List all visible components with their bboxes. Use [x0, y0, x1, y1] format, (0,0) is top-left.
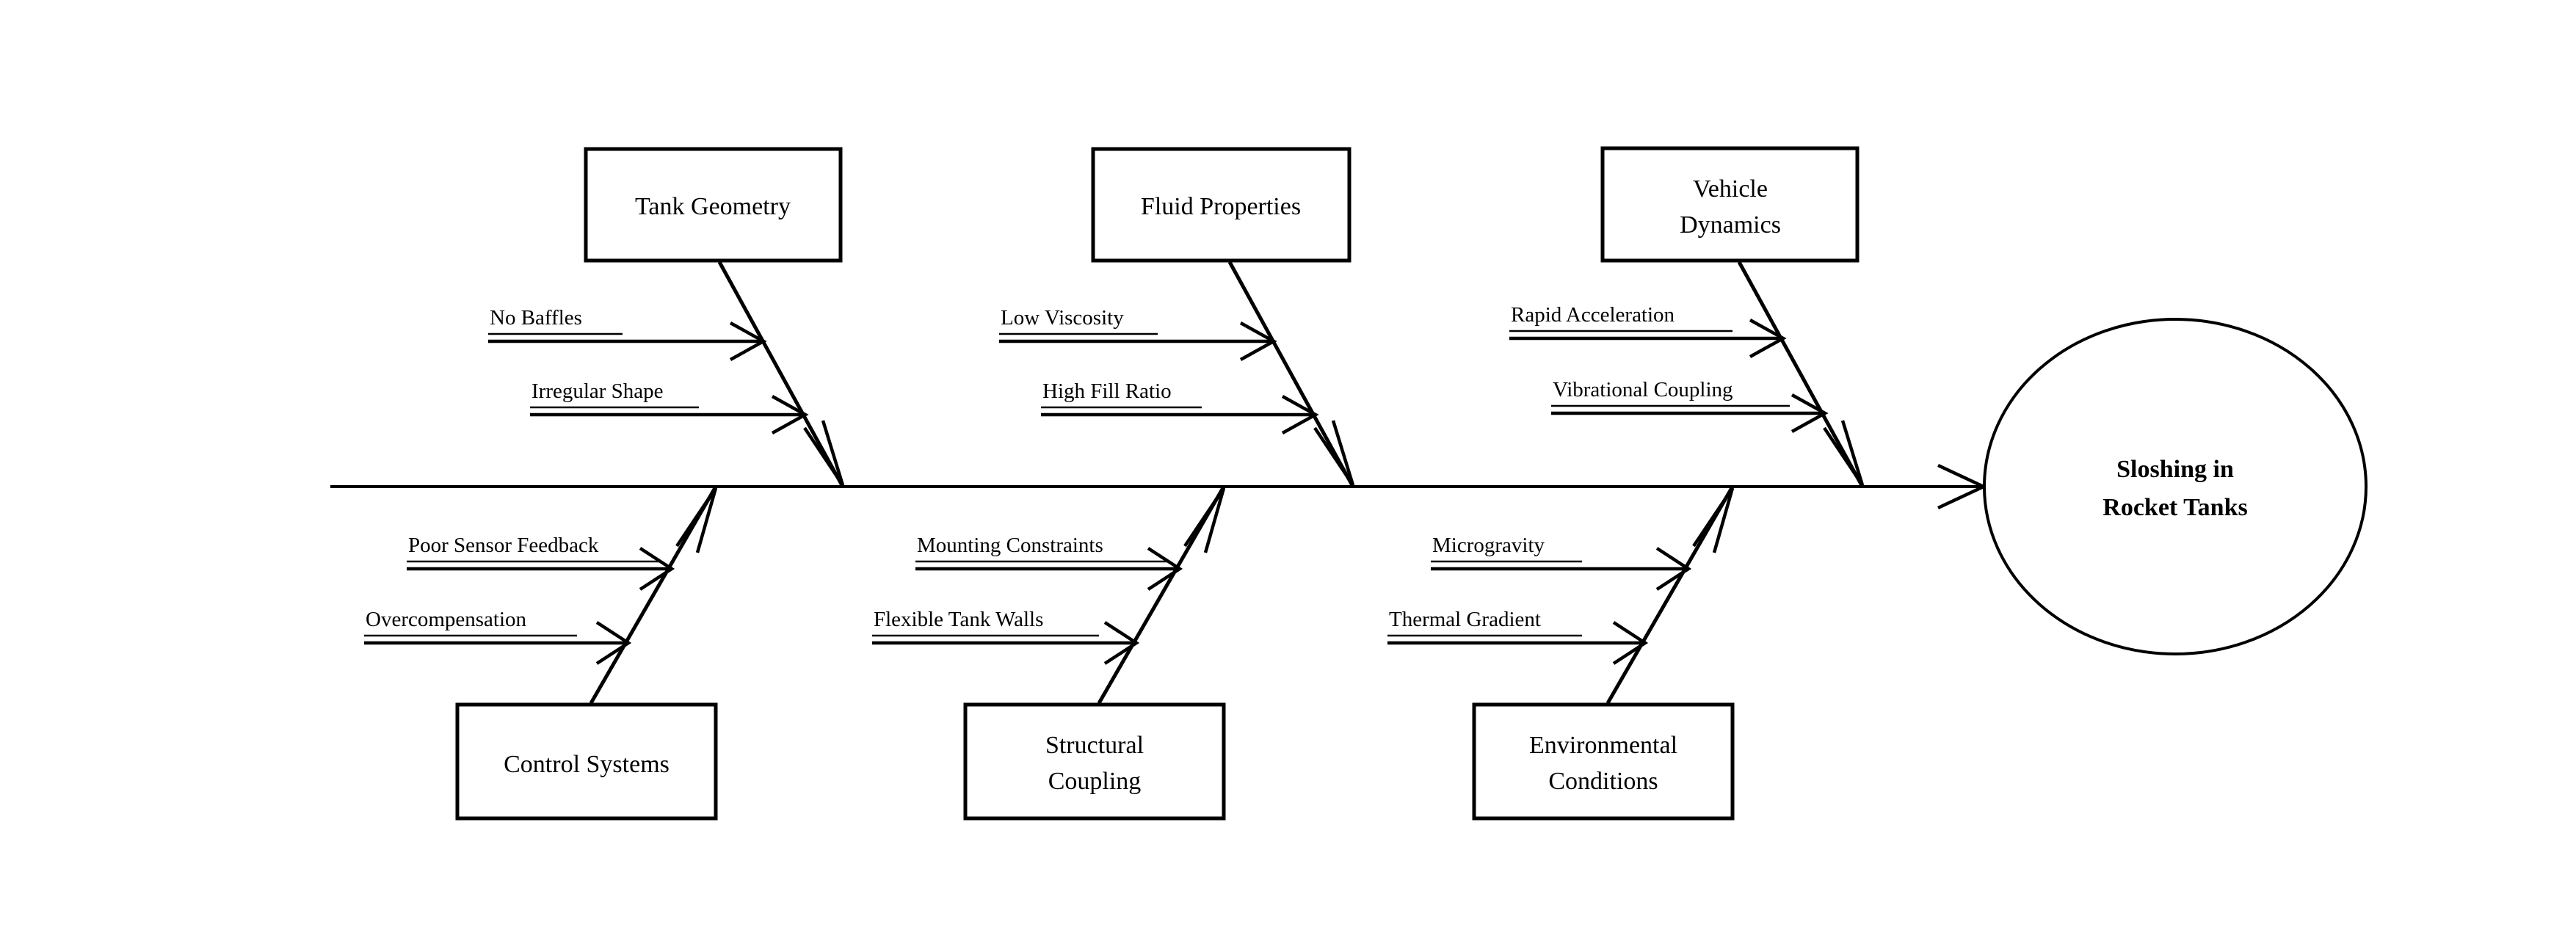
cause-arrowhead-flexible-tank-walls	[1103, 621, 1140, 665]
category-label-vehicle-dynamics-line1: Vehicle	[1693, 175, 1768, 203]
category-environmental-conditions[interactable]: Environmental Conditions Microgravity Th…	[1387, 485, 1735, 821]
rib-line-control-systems	[589, 485, 718, 705]
cause-arrowhead-rapid-acceleration	[1749, 319, 1787, 358]
category-box-structural-coupling[interactable]	[963, 702, 1226, 821]
cause-arrowhead-vibrational-coupling	[1790, 393, 1829, 433]
cause-label-vibrational-coupling: Vibrational Coupling	[1553, 378, 1733, 401]
cause-label-irregular-shape: Irregular Shape	[531, 379, 664, 403]
category-box-tank-geometry[interactable]	[584, 147, 843, 263]
rib-line-fluid-properties	[1227, 261, 1355, 488]
cause-arrowhead-thermal-gradient	[1612, 621, 1649, 665]
rib-arrowhead-tank-geometry	[803, 420, 845, 487]
category-structural-coupling[interactable]: Structural Coupling Mounting Constraints…	[872, 485, 1226, 821]
cause-label-low-viscosity: Low Viscosity	[1001, 306, 1124, 330]
effect-node[interactable]: Sloshing in Rocket Tanks	[1983, 318, 2368, 655]
cause-vibrational-coupling[interactable]: Vibrational Coupling	[1551, 378, 1829, 433]
cause-irregular-shape[interactable]: Irregular Shape	[530, 379, 809, 435]
effect-label-line1: Sloshing in	[2116, 456, 2234, 483]
cause-label-flexible-tank-walls: Flexible Tank Walls	[874, 608, 1043, 631]
category-tank-geometry[interactable]: Tank Geometry No Baffles Irregular Shape	[488, 147, 845, 488]
category-label-structural-coupling-line2: Coupling	[1048, 768, 1142, 795]
category-label-tank-geometry: Tank Geometry	[635, 193, 791, 220]
cause-overcompensation[interactable]: Overcompensation	[364, 608, 632, 665]
category-control-systems[interactable]: Control Systems Poor Sensor Feedback Ove…	[364, 485, 718, 821]
effect-ellipse[interactable]	[1983, 318, 2368, 655]
cause-high-fill-ratio[interactable]: High Fill Ratio	[1041, 379, 1319, 435]
cause-label-poor-sensor-feedback: Poor Sensor Feedback	[408, 534, 599, 557]
rib-arrowhead-vehicle-dynamics	[1823, 420, 1865, 487]
cause-label-mounting-constraints: Mounting Constraints	[917, 534, 1103, 557]
rib-line-environmental-conditions	[1606, 485, 1735, 705]
cause-poor-sensor-feedback[interactable]: Poor Sensor Feedback	[407, 534, 675, 591]
cause-label-microgravity: Microgravity	[1432, 534, 1545, 557]
category-vehicle-dynamics[interactable]: Vehicle Dynamics Rapid Acceleration Vibr…	[1509, 146, 1865, 488]
cause-label-rapid-acceleration: Rapid Acceleration	[1511, 303, 1675, 327]
rib-arrowhead-environmental-conditions	[1692, 487, 1735, 553]
cause-label-no-baffles: No Baffles	[490, 306, 582, 330]
rib-arrowhead-fluid-properties	[1313, 420, 1355, 487]
cause-rapid-acceleration[interactable]: Rapid Acceleration	[1509, 303, 1787, 358]
category-label-structural-coupling-line1: Structural	[1045, 732, 1144, 759]
cause-arrowhead-poor-sensor-feedback	[639, 547, 675, 591]
cause-low-viscosity[interactable]: Low Viscosity	[999, 306, 1277, 361]
rib-arrowhead-structural-coupling	[1183, 487, 1226, 553]
rib-line-structural-coupling	[1097, 485, 1226, 705]
cause-arrowhead-irregular-shape	[771, 395, 809, 435]
category-label-environmental-conditions-line2: Conditions	[1548, 768, 1658, 795]
category-label-vehicle-dynamics-line2: Dynamics	[1680, 211, 1781, 239]
cause-arrowhead-low-viscosity	[1239, 321, 1277, 361]
category-box-vehicle-dynamics[interactable]	[1600, 146, 1860, 263]
category-label-control-systems: Control Systems	[504, 751, 670, 778]
cause-arrowhead-high-fill-ratio	[1281, 395, 1319, 435]
cause-arrowhead-mounting-constraints	[1147, 547, 1183, 591]
rib-arrowhead-control-systems	[675, 487, 718, 553]
cause-thermal-gradient[interactable]: Thermal Gradient	[1387, 608, 1649, 665]
cause-arrowhead-overcompensation	[595, 621, 632, 665]
category-label-environmental-conditions-line1: Environmental	[1529, 732, 1677, 759]
cause-label-high-fill-ratio: High Fill Ratio	[1042, 379, 1172, 403]
category-box-environmental-conditions[interactable]	[1472, 702, 1735, 821]
cause-label-thermal-gradient: Thermal Gradient	[1389, 608, 1541, 631]
cause-mounting-constraints[interactable]: Mounting Constraints	[915, 534, 1183, 591]
cause-microgravity[interactable]: Microgravity	[1431, 534, 1692, 591]
rib-line-vehicle-dynamics	[1737, 261, 1865, 488]
category-box-control-systems[interactable]	[455, 702, 718, 821]
cause-no-baffles[interactable]: No Baffles	[488, 306, 767, 361]
category-box-fluid-properties[interactable]	[1091, 147, 1352, 263]
category-fluid-properties[interactable]: Fluid Properties Low Viscosity High Fill…	[999, 147, 1355, 488]
cause-flexible-tank-walls[interactable]: Flexible Tank Walls	[872, 608, 1140, 665]
rib-line-tank-geometry	[717, 261, 845, 488]
cause-arrowhead-microgravity	[1655, 547, 1692, 591]
cause-arrowhead-no-baffles	[729, 321, 767, 361]
category-label-fluid-properties: Fluid Properties	[1141, 193, 1301, 220]
effect-label-line2: Rocket Tanks	[2102, 494, 2247, 521]
cause-label-overcompensation: Overcompensation	[366, 608, 527, 631]
